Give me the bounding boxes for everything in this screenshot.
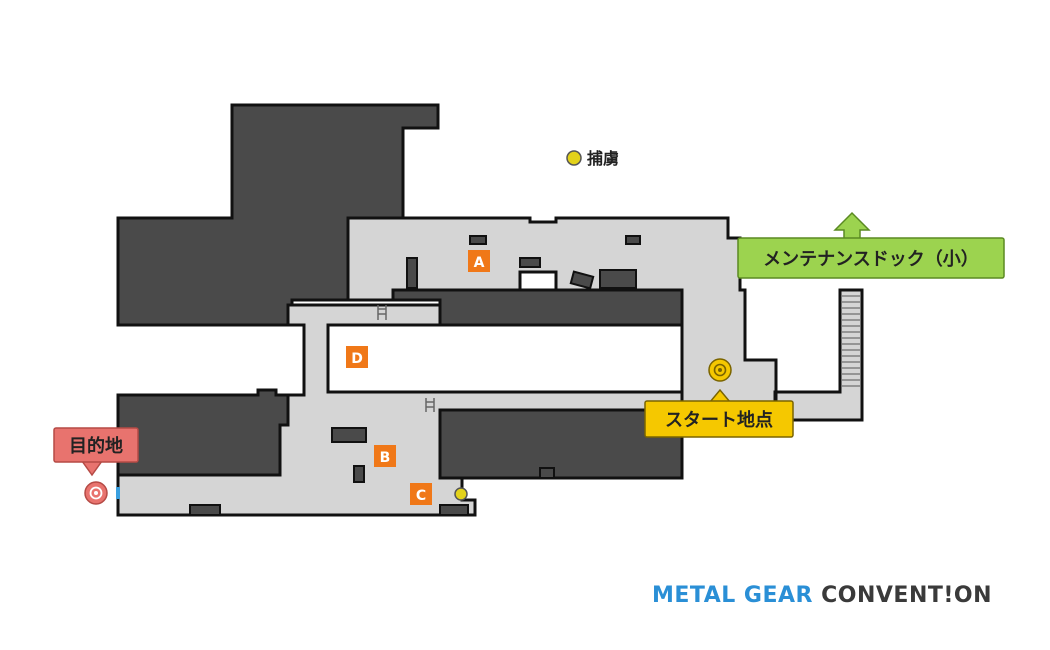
logo-part-convention: CONVENT!ON: [812, 583, 993, 608]
ladder-south: [425, 398, 435, 412]
ladder-north: [377, 305, 387, 320]
marker-b-label: B: [380, 450, 391, 466]
legend-captive-icon: [566, 150, 582, 166]
door: [116, 487, 120, 499]
marker-d-label: D: [351, 351, 363, 367]
marker-b: B: [374, 445, 396, 467]
destination-label: 目的地: [69, 435, 123, 457]
crate-b2: [353, 465, 365, 483]
crate-a1: [469, 235, 487, 245]
logo-part-metal-gear: METAL GEAR: [652, 583, 813, 608]
marker-c-label: C: [416, 488, 426, 504]
dock-callout: メンテナンスドック（小）: [737, 211, 1005, 279]
floor-areas: [116, 216, 864, 517]
crate-a2: [625, 235, 641, 245]
marker-d: D: [346, 346, 368, 368]
brand-logo: METAL GEAR CONVENT!ON: [652, 583, 992, 608]
obstacles: [189, 235, 641, 516]
destination-marker: [84, 481, 108, 505]
crate-a5: [599, 269, 637, 289]
legend: 捕虜: [566, 149, 619, 168]
crate-a4: [519, 257, 541, 268]
arrow-up-icon: [833, 211, 871, 241]
room-d: [326, 323, 684, 394]
wall-block-southwest: [116, 388, 290, 477]
marker-a: A: [468, 250, 490, 272]
marker-a-label: A: [474, 255, 485, 271]
crate-b1: [331, 427, 367, 443]
marker-c: C: [410, 483, 432, 505]
start-label: スタート地点: [665, 409, 773, 431]
crate-c3: [539, 467, 555, 479]
crate-a6: [569, 270, 595, 290]
crate-c1: [189, 504, 221, 516]
dock-label: メンテナンスドック（小）: [763, 249, 979, 270]
captive-icon: [454, 487, 468, 501]
wall-masses: [116, 103, 684, 480]
legend-captive-label: 捕虜: [587, 149, 619, 168]
crate-c2: [439, 504, 469, 516]
start-marker: [708, 358, 732, 382]
start-callout: スタート地点: [644, 388, 794, 438]
dock-stairs: [842, 295, 860, 387]
destination-callout: 目的地: [53, 427, 139, 477]
crate-a3: [406, 257, 418, 289]
ladders: [377, 305, 435, 412]
